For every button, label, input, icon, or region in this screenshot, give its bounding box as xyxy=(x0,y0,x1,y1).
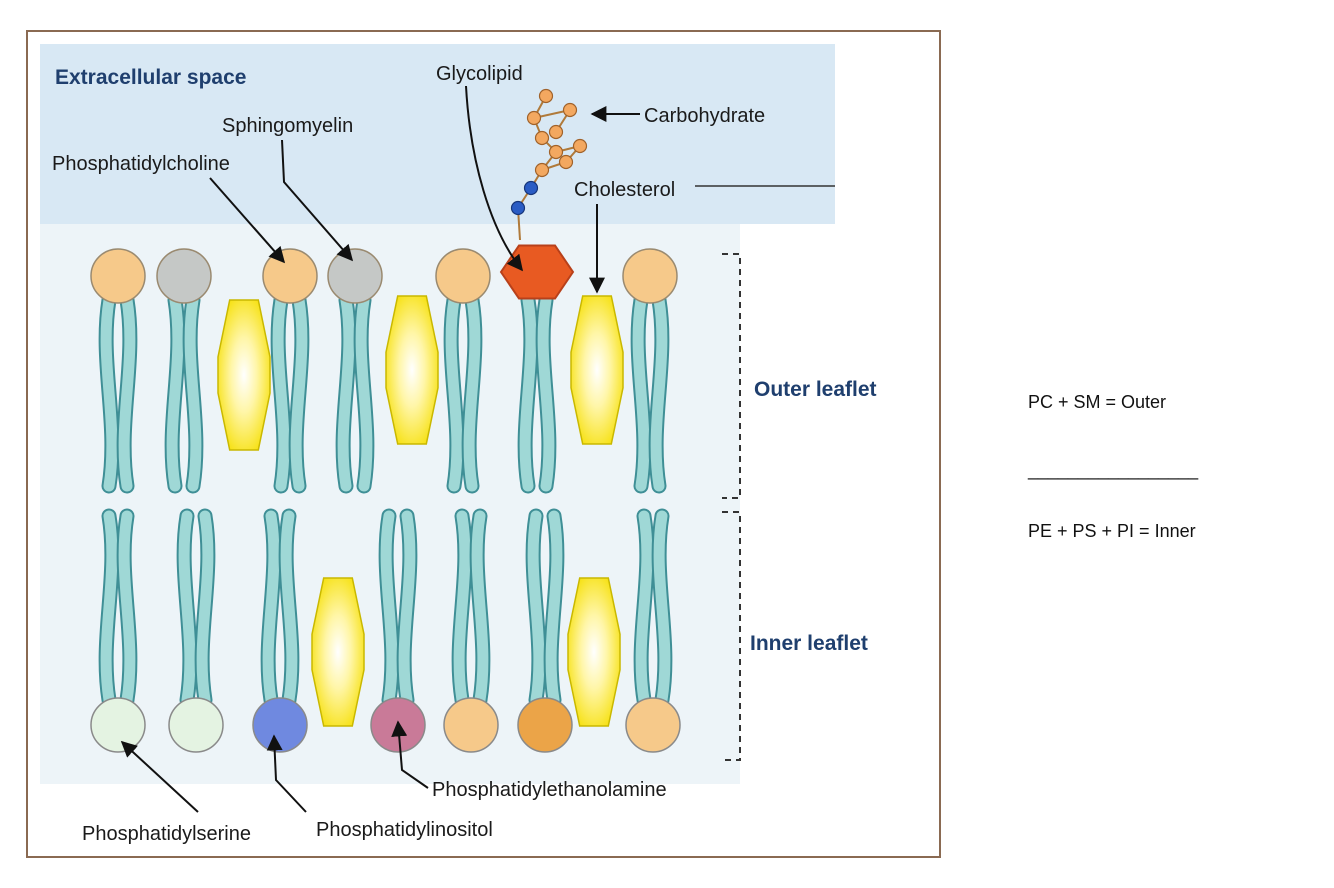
carbohydrate-bead xyxy=(548,144,564,160)
outer-lipid-tail xyxy=(463,294,481,492)
label-arrows xyxy=(120,85,640,813)
inner-lipid-tail xyxy=(262,510,280,706)
outer-lipid-tail xyxy=(184,294,202,492)
outer-lipid-tail xyxy=(355,294,373,492)
glycolipid-arrow xyxy=(465,85,523,272)
phosphatidylserine-arrow xyxy=(120,740,199,813)
outer-lipid-tail xyxy=(272,294,290,492)
cholesterol-molecules xyxy=(217,295,624,727)
cholesterol-molecule xyxy=(567,577,621,727)
inner-lipid-tail xyxy=(453,510,471,706)
carbohydrate-bead xyxy=(572,138,588,154)
cholesterol-molecule xyxy=(217,299,271,451)
phosphatidylcholine-head xyxy=(622,248,678,304)
carbohydrate-bead xyxy=(534,130,550,146)
outer-equation-note: PC + SM = Outer xyxy=(1028,392,1167,412)
sphingomyelin-label: Sphingomyelin xyxy=(222,115,353,137)
inner-lipid-tail xyxy=(471,510,489,706)
carbohydrate-link xyxy=(541,144,583,171)
outer-lipid-tail xyxy=(290,294,308,492)
phosphatidylcholine-head xyxy=(90,248,146,304)
outer-lipid-tail xyxy=(337,294,355,492)
extracellular-space-label: Extracellular space xyxy=(55,66,246,89)
outer-leaflet-label: Outer leaflet xyxy=(754,378,877,401)
carbohydrate-bead xyxy=(548,124,564,140)
inner-lipid-tail xyxy=(545,510,563,706)
outer-lipid-tail xyxy=(519,294,537,492)
outer-lipid-tail xyxy=(166,294,184,492)
sphingomyelin-head xyxy=(327,248,383,304)
inner-lipid-tail xyxy=(635,510,653,706)
inner-lipid-tail xyxy=(398,510,416,706)
cholesterol-label: Cholesterol xyxy=(574,179,675,201)
cholesterol-molecule xyxy=(311,577,365,727)
inner-lipid-tail xyxy=(380,510,398,706)
inner-lipid-tail xyxy=(100,510,118,706)
cholesterol-molecule xyxy=(570,295,624,445)
carbohydrate-label: Carbohydrate xyxy=(644,105,765,127)
carbohydrate-bead xyxy=(558,154,574,170)
inner-lipid-head xyxy=(443,697,499,753)
phosphatidylethanolamine-label: Phosphatidylethanolamine xyxy=(432,779,667,801)
glycolipid-label: Glycolipid xyxy=(436,63,523,85)
inner-lipid-tail xyxy=(178,510,196,706)
inner-lipid-tail xyxy=(196,510,214,706)
phosphatidylcholine-head xyxy=(435,248,491,304)
carbohydrate-bead xyxy=(526,110,542,126)
phosphatidylinositol-arrow xyxy=(266,734,307,813)
extracellular-band xyxy=(40,44,835,224)
separator-line: _________________ xyxy=(1028,460,1199,480)
phosphatidylserine-head xyxy=(168,697,224,753)
inner-lipid-tail xyxy=(280,510,298,706)
carbohydrate-bead xyxy=(562,102,578,118)
outer-lipid-tail xyxy=(650,294,668,492)
sphingomyelin-head xyxy=(156,248,212,304)
inner-lipid-head xyxy=(517,697,573,753)
carbohydrate-bead xyxy=(534,162,550,178)
outer-lipid-tail xyxy=(100,294,118,492)
outer-lipid-tail xyxy=(118,294,136,492)
inner-lipid-tail xyxy=(653,510,671,706)
phosphatidylcholine-label: Phosphatidylcholine xyxy=(52,153,230,175)
phosphatidylserine-head xyxy=(90,697,146,753)
inner-lipid-tail xyxy=(527,510,545,706)
outer-lipid-tail xyxy=(537,294,555,492)
phosphatidylserine-label: Phosphatidylserine xyxy=(82,823,251,845)
lipid-tails xyxy=(98,292,673,708)
carbohydrate-bead xyxy=(510,200,526,216)
cholesterol-molecule xyxy=(385,295,439,445)
inner-leaflet-label: Inner leaflet xyxy=(750,632,868,655)
carbohydrate-bead xyxy=(523,180,539,196)
phosphatidylethanolamine-arrow xyxy=(391,720,429,789)
inner-lipid-tail xyxy=(118,510,136,706)
phosphatidylinositol-label: Phosphatidylinositol xyxy=(316,819,493,841)
phosphatidylcholine-arrow xyxy=(209,177,286,264)
inner-leaflet-bracket xyxy=(722,511,741,761)
carbohydrate-chain xyxy=(510,88,588,241)
outer-lipid-tail xyxy=(632,294,650,492)
inner-lipid-head xyxy=(625,697,681,753)
sphingomyelin-arrow xyxy=(281,139,354,262)
inner-equation-note: PE + PS + PI = Inner xyxy=(1028,521,1196,541)
outer-lipid-tail xyxy=(445,294,463,492)
phosphatidylinositol-head xyxy=(252,697,308,753)
carbohydrate-bead xyxy=(538,88,554,104)
phosphatidylcholine-head xyxy=(262,248,318,304)
